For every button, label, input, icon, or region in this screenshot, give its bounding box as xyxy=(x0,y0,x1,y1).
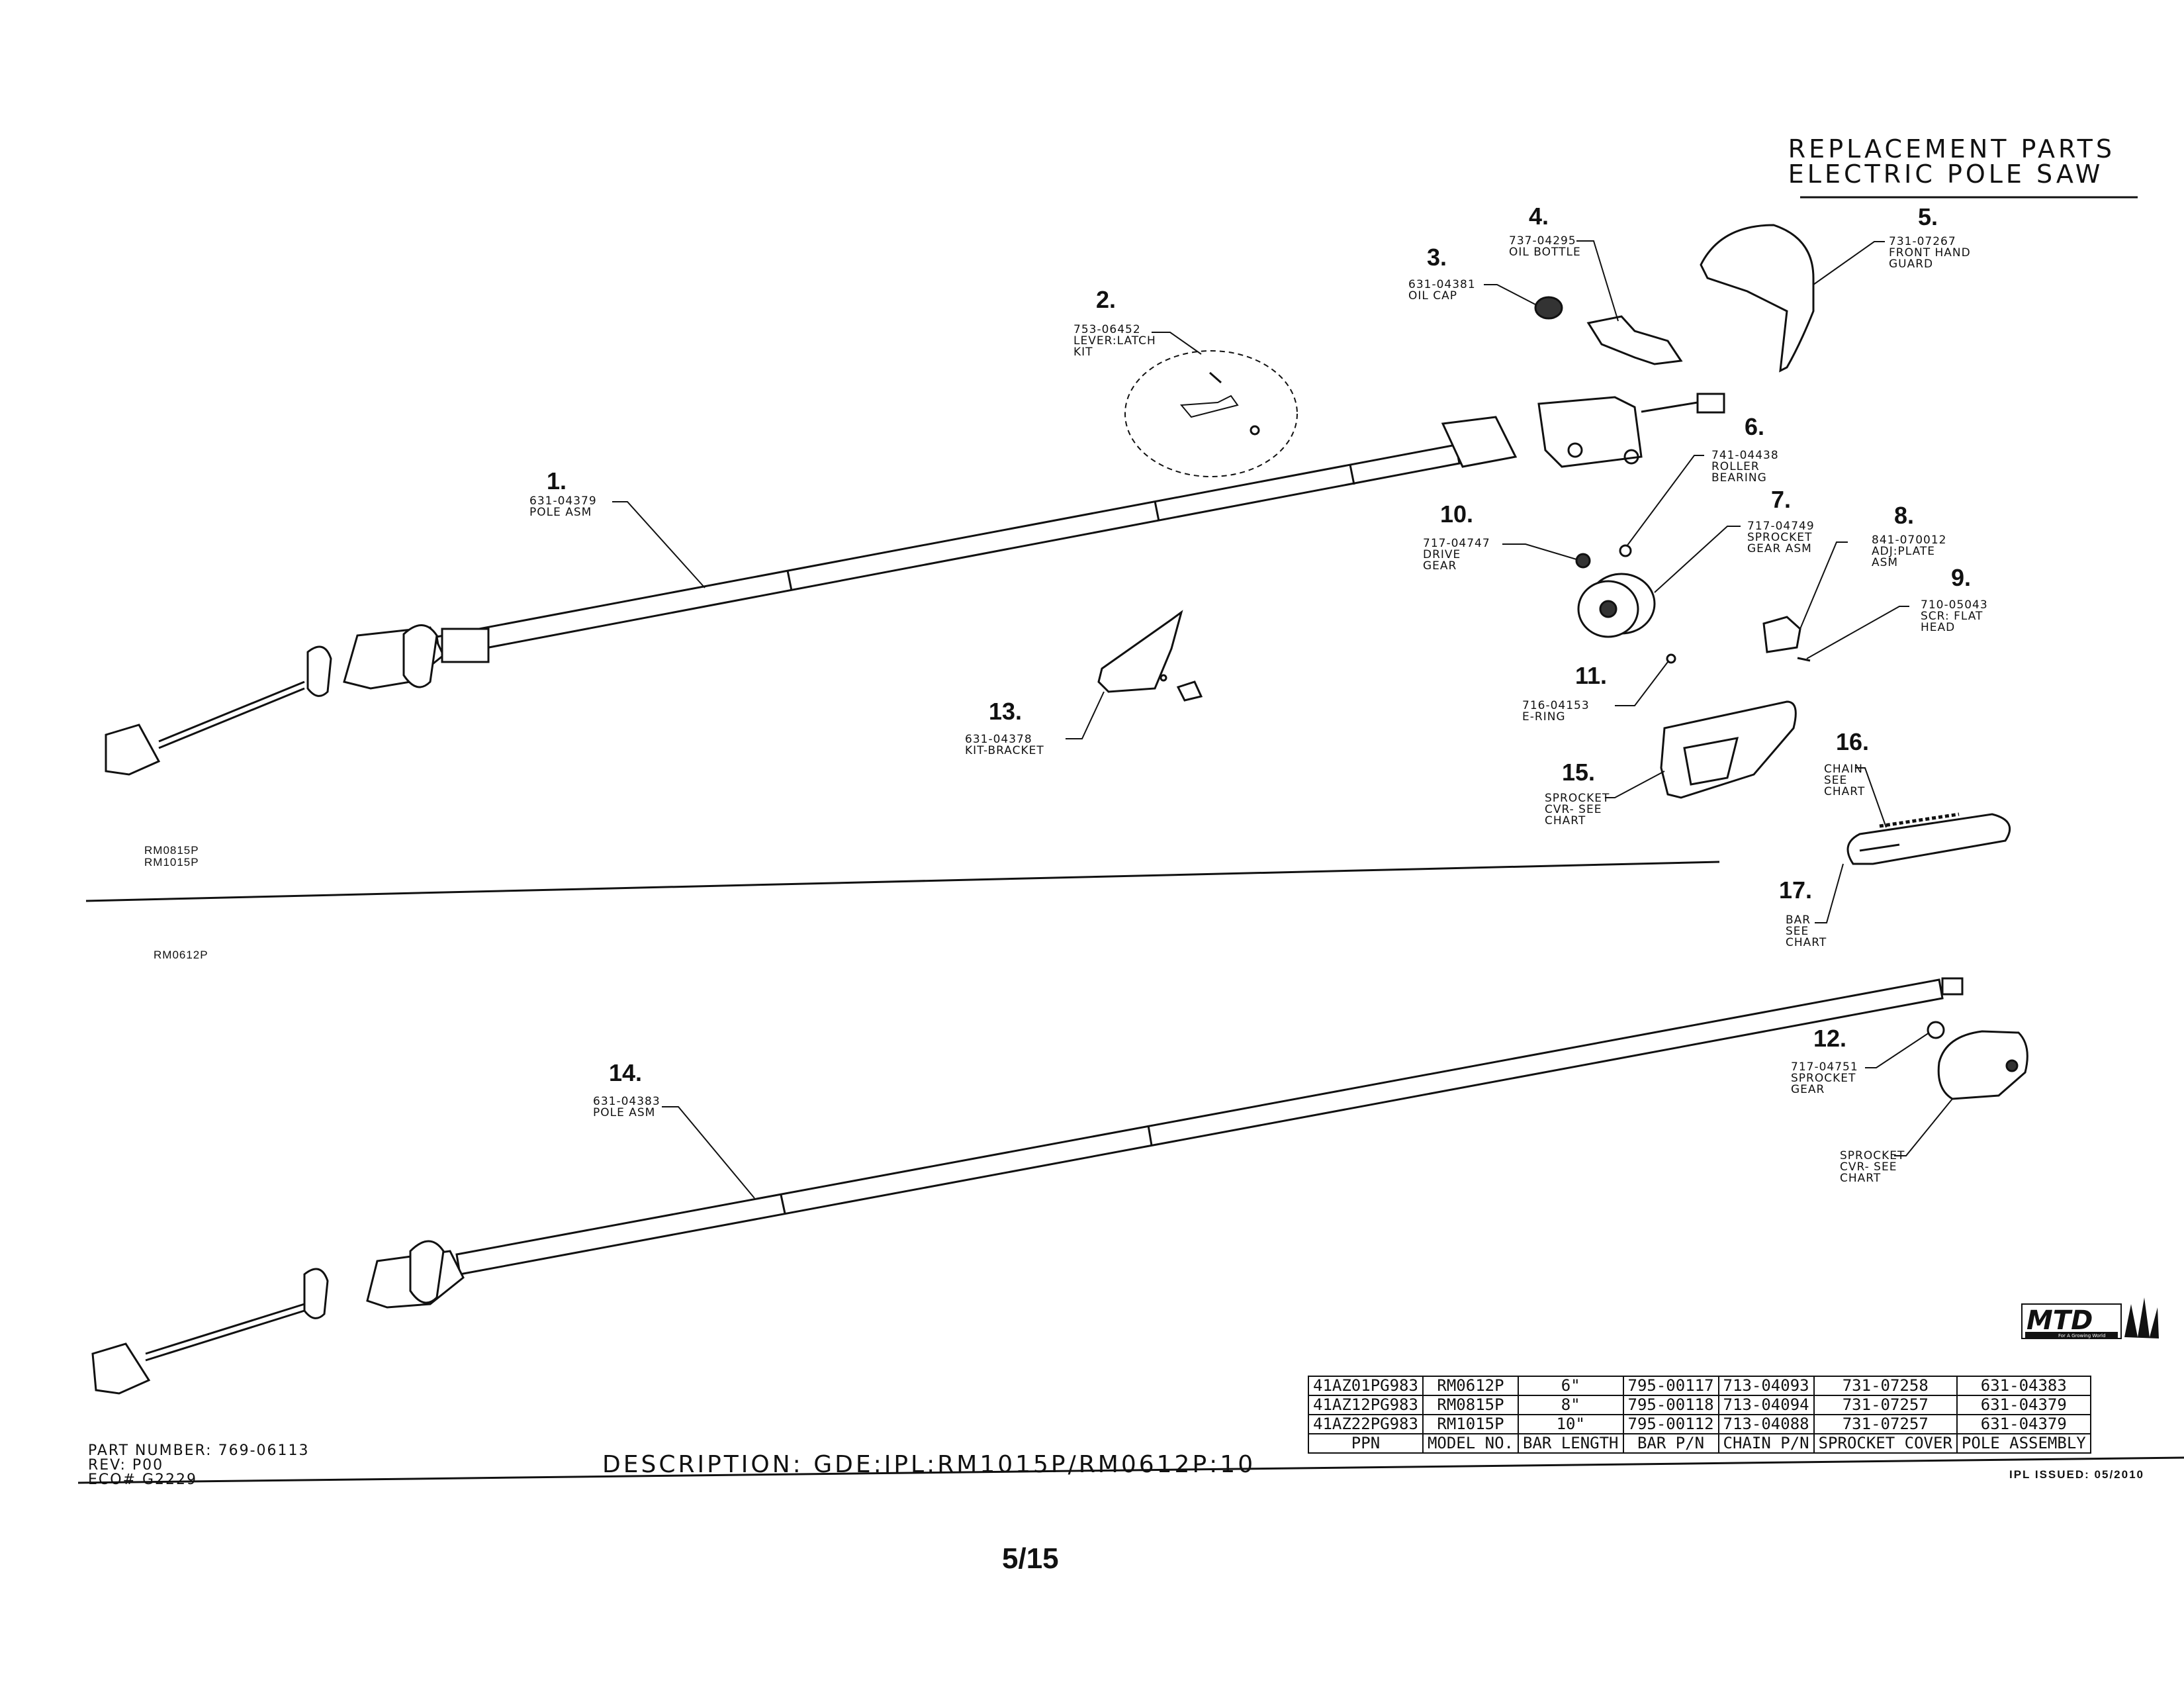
callout-14-part: 631-04383 POLE ASM xyxy=(593,1095,660,1119)
ipl-issued: IPL ISSUED: 05/2010 xyxy=(2009,1468,2144,1481)
callout-11-number: 11. xyxy=(1575,662,1608,689)
lower-model-label: RM0612P xyxy=(154,949,208,961)
callout-17-part: BAR SEE CHART xyxy=(1786,914,1827,949)
table-row: 41AZ12PG983 RM0815P 8" 795-00118 713-040… xyxy=(1308,1395,2091,1415)
callout-5-number: 5. xyxy=(1918,203,1938,230)
callout-14-number: 14. xyxy=(609,1059,643,1086)
callout-11-part: 716-04153 E-RING xyxy=(1522,699,1590,724)
callout-12-part: 717-04751 SPROCKET GEAR xyxy=(1791,1060,1858,1096)
callout-3-part: 631-04381 OIL CAP xyxy=(1408,278,1476,303)
table-row: 41AZ01PG983 RM0612P 6" 795-00117 713-040… xyxy=(1308,1376,2091,1396)
callout-15-number: 15. xyxy=(1562,759,1596,786)
callout-2-number: 2. xyxy=(1096,286,1116,313)
table-row: 41AZ22PG983 RM1015P 10" 795-00112 713-04… xyxy=(1308,1414,2091,1434)
callout-6-number: 6. xyxy=(1745,413,1765,440)
callout-3-number: 3. xyxy=(1427,244,1447,271)
callout-4-part: 737-04295 OIL BOTTLE xyxy=(1509,234,1581,259)
pole-assembly-lower xyxy=(91,977,1964,1395)
callout-8-number: 8. xyxy=(1894,502,1915,529)
callout-1-number: 1. xyxy=(547,467,567,494)
pole-assembly-upper xyxy=(105,393,1725,776)
revision: REV: P00 xyxy=(88,1457,164,1474)
callout-17-number: 17. xyxy=(1779,876,1813,904)
callout-4-number: 4. xyxy=(1529,203,1549,230)
callout-10-part: 717-04747 DRIVE GEAR xyxy=(1423,537,1490,573)
model-parts-table: 41AZ01PG983 RM0612P 6" 795-00117 713-040… xyxy=(1308,1376,2091,1454)
callout-12-number: 12. xyxy=(1813,1025,1847,1052)
callout-13-number: 13. xyxy=(989,698,1023,725)
callout-9-number: 9. xyxy=(1951,564,1972,591)
lower-sprocket-cover-label: SPROCKET CVR- SEE CHART xyxy=(1840,1149,1905,1185)
callout-8-part: 841-070012 ADJ:PLATE ASM xyxy=(1872,534,1947,569)
callout-16-part: CHAIN SEE CHART xyxy=(1824,763,1866,798)
upper-models-label: RM0815P RM1015P xyxy=(144,844,199,868)
table-header-row: PPN MODEL NO. BAR LENGTH BAR P/N CHAIN P… xyxy=(1308,1433,2091,1454)
part-info: PART NUMBER: 769-06113 REV: P00 ECO# G22… xyxy=(88,1444,310,1487)
eco-number: ECO# G2229 xyxy=(88,1472,198,1488)
part-number: PART NUMBER: 769-06113 xyxy=(88,1442,310,1459)
callout-6-part: 741-04438 ROLLER BEARING xyxy=(1711,449,1779,485)
logo-text: MTD xyxy=(2026,1305,2093,1336)
description: DESCRIPTION: GDE:IPL:RM1015P/RM0612P:10 xyxy=(602,1451,1256,1478)
page-title: REPLACEMENT PARTS ELECTRIC POLE SAW xyxy=(1788,134,2115,189)
logo-tagline: For A Growing World xyxy=(2058,1333,2105,1338)
page-number: 5/15 xyxy=(1002,1542,1059,1575)
callout-7-number: 7. xyxy=(1771,486,1792,513)
callout-1-part: 631-04379 POLE ASM xyxy=(529,494,597,519)
callout-16-number: 16. xyxy=(1836,728,1870,755)
callout-7-part: 717-04749 SPROCKET GEAR ASM xyxy=(1747,520,1815,555)
callout-2-part: 753-06452 LEVER:LATCH KIT xyxy=(1073,323,1156,359)
callout-5-part: 731-07267 FRONT HAND GUARD xyxy=(1889,235,1971,271)
mtd-logo: MTD For A Growing World xyxy=(2019,1291,2177,1354)
callout-9-part: 710-05043 SCR: FLAT HEAD xyxy=(1921,598,1988,634)
callout-13-part: 631-04378 KIT-BRACKET xyxy=(965,733,1044,757)
mtd-logo-icon: MTD For A Growing World xyxy=(2021,1297,2159,1339)
callout-10-number: 10. xyxy=(1440,500,1474,528)
callout-15-part: SPROCKET CVR- SEE CHART xyxy=(1545,792,1610,827)
